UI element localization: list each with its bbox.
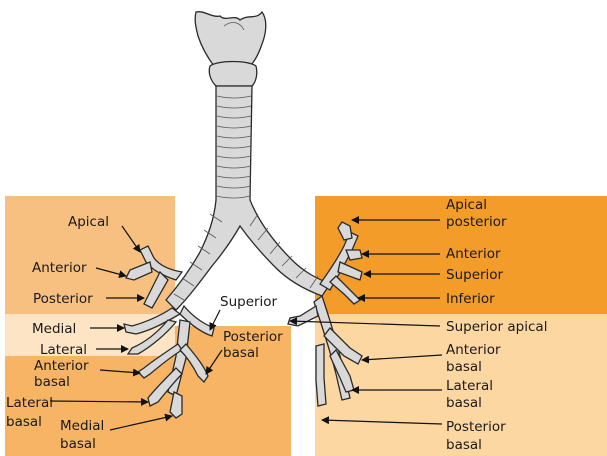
label-left-anterior: Anterior — [446, 246, 501, 262]
label-right-lateral: Lateral — [40, 342, 87, 358]
label-right-apical: Apical — [68, 214, 109, 230]
label-right-posterior-basal-1: Posterior — [223, 329, 283, 345]
label-right-medial-basal-1: Medial — [60, 418, 104, 434]
label-left-anterior-basal-1: Anterior — [446, 342, 501, 358]
label-right-medial-basal-2: basal — [60, 436, 96, 452]
label-left-posterior-basal-2: basal — [446, 437, 482, 453]
label-left-apical-posterior-1: Apical — [446, 197, 487, 213]
label-left-inferior: Inferior — [446, 291, 495, 307]
label-right-lateral-basal-1: Lateral — [6, 395, 53, 411]
label-left-lateral-basal-1: Lateral — [446, 378, 493, 394]
label-left-posterior-basal-1: Posterior — [446, 419, 506, 435]
label-right-medial: Medial — [32, 321, 76, 337]
label-right-anterior-basal-1: Anterior — [34, 358, 89, 374]
label-right-lateral-basal-2: basal — [6, 414, 42, 430]
label-right-anterior-basal-2: basal — [34, 374, 70, 390]
label-left-apical-posterior-2: posterior — [446, 214, 507, 230]
label-left-superior: Superior — [446, 267, 504, 283]
label-right-posterior: Posterior — [33, 291, 93, 307]
label-left-lateral-basal-2: basal — [446, 395, 482, 411]
label-left-superior-apical: Superior apical — [446, 319, 547, 335]
label-right-anterior: Anterior — [32, 260, 87, 276]
label-right-superior: Superior — [220, 294, 278, 310]
label-right-posterior-basal-2: basal — [223, 345, 259, 361]
label-left-anterior-basal-2: basal — [446, 359, 482, 375]
